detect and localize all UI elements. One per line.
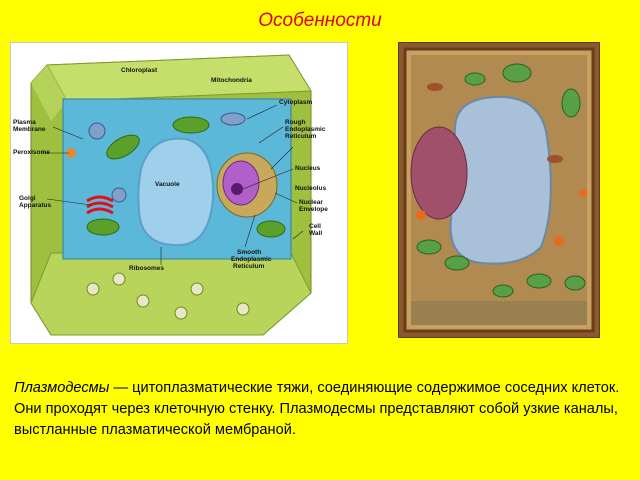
label-nucleolus: Nucleolus	[295, 185, 327, 192]
label-rough-3: Reticulum	[285, 133, 317, 140]
label-vacuole: Vacuole	[155, 181, 180, 188]
label-plasma: Plasma	[13, 119, 36, 126]
label-mitochondria: Mitochondria	[211, 77, 252, 84]
label-ribosomes: Ribosomes	[129, 265, 165, 272]
label-chloroplast: Chloroplast	[121, 67, 158, 74]
plant-cell-diagram: Chloroplast Mitochondria Plasma Membrane…	[10, 42, 348, 344]
label-peroxisome: Peroxisome	[13, 149, 50, 156]
label-rough-2: Endoplasmic	[285, 126, 326, 133]
plasmodesmata-definition: Плазмодесмы — цитоплазматические тяжи, с…	[14, 378, 626, 441]
label-smooth-3: Reticulum	[233, 263, 265, 270]
label-nuclear: Nuclear	[299, 199, 323, 206]
label-nucleus: Nucleus	[295, 165, 321, 172]
slide-title: Особенности	[258, 10, 382, 31]
label-smooth-2: Endoplasmic	[231, 256, 272, 263]
caption-text: — цитоплазматические тяжи, соединяющие с…	[14, 380, 620, 438]
label-smooth-1: Smooth	[237, 249, 262, 256]
caption-term: Плазмодесмы	[14, 380, 110, 396]
label-apparatus: Apparatus	[19, 202, 52, 209]
label-membrane: Membrane	[13, 126, 46, 133]
label-wall: Wall	[309, 230, 323, 237]
micrograph-illustration	[399, 43, 599, 337]
label-golgi: Golgi	[19, 195, 36, 202]
plant-cell-micrograph	[398, 42, 600, 338]
plant-cell-illustration	[30, 54, 312, 336]
label-cell: Cell	[309, 223, 321, 230]
label-rough-1: Rough	[285, 119, 306, 126]
label-cytoplasm: Cytoplasm	[279, 99, 313, 106]
label-envelope: Envelope	[299, 206, 328, 213]
